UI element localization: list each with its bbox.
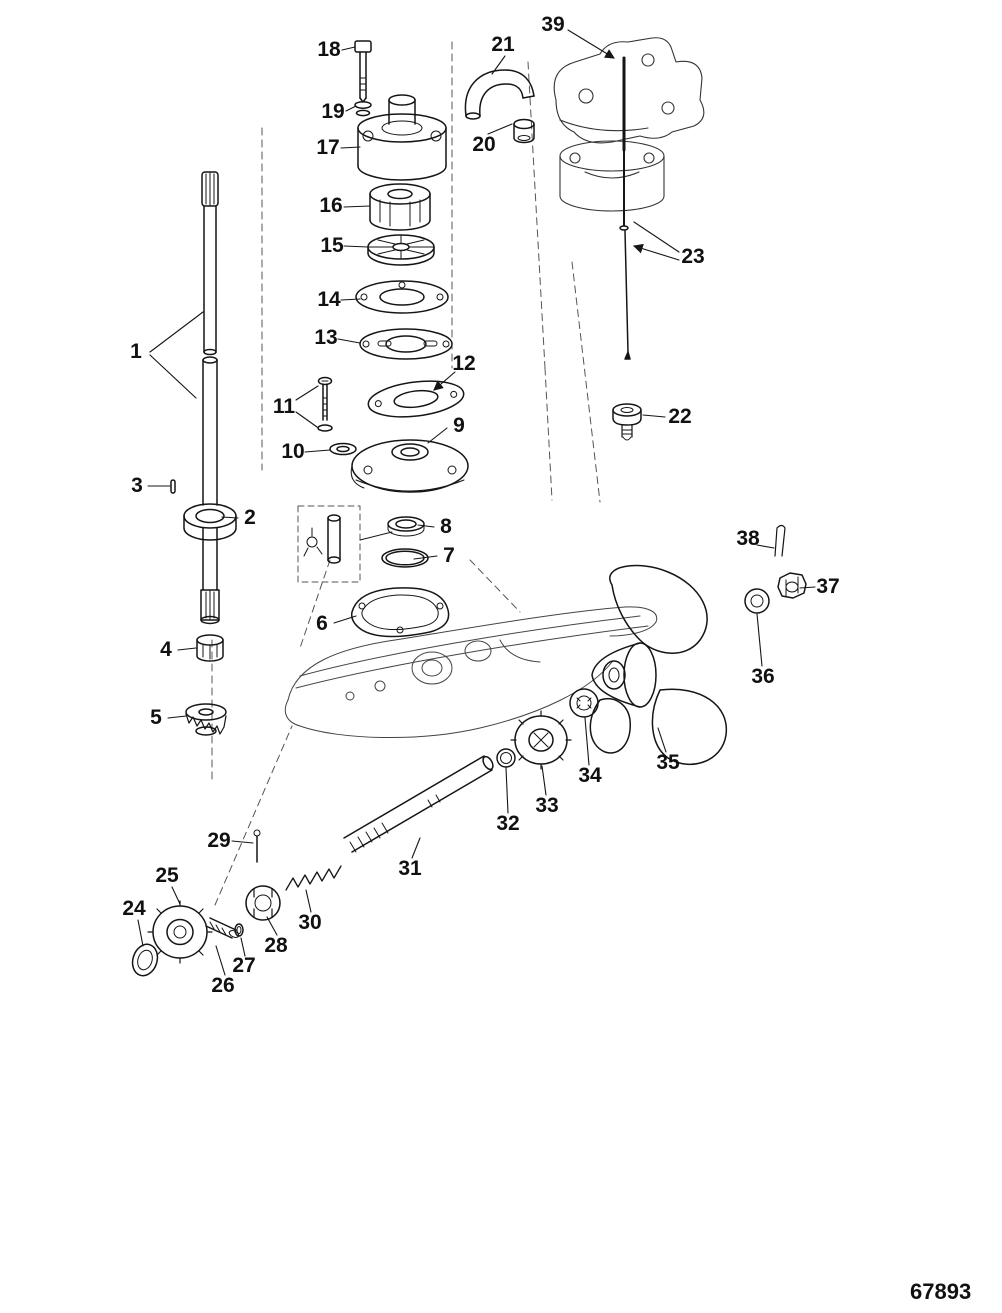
propeller: [589, 564, 728, 766]
callout-13: 13: [314, 326, 338, 349]
propshaft-washer: [496, 748, 516, 768]
callout-29: 29: [207, 829, 231, 852]
driven-gear: [147, 900, 213, 964]
construction-lines: [211, 41, 601, 906]
pump-bolt: [354, 40, 372, 103]
callout-3: 3: [131, 474, 143, 497]
pump-base: [350, 439, 469, 493]
tube-grommet: [513, 118, 535, 144]
callout-26: 26: [211, 974, 235, 997]
pump-liner: [369, 183, 431, 231]
callout-28: 28: [264, 934, 288, 957]
callout-27: 27: [232, 954, 256, 977]
callout-35: 35: [656, 751, 680, 774]
pinion-gear: [185, 703, 227, 736]
callout-33: 33: [535, 794, 559, 817]
shift-rod: [619, 56, 631, 360]
callout-18: 18: [317, 38, 341, 61]
propeller-shaft: [343, 755, 494, 853]
callout-17: 17: [316, 136, 340, 159]
callout-32: 32: [496, 812, 520, 835]
seal-washer: [329, 442, 357, 456]
rod-bushing: [612, 403, 642, 441]
oil-seal: [387, 516, 425, 537]
lower-bearing: [196, 634, 224, 662]
gear-shaft: [205, 917, 240, 939]
callout-22: 22: [668, 405, 692, 428]
water-tube: [464, 69, 535, 120]
callout-30: 30: [298, 911, 322, 934]
face-plate: [359, 328, 453, 360]
leader-lines: [137, 29, 816, 976]
callout-37: 37: [816, 575, 840, 598]
prop-washer: [744, 588, 770, 614]
shift-components-box: [297, 505, 393, 583]
callout-8: 8: [440, 515, 452, 538]
callout-21: 21: [491, 33, 515, 56]
gearcase-housing: [284, 606, 658, 738]
base-gasket: [350, 587, 450, 638]
callout-20: 20: [472, 133, 496, 156]
clutch-spring: [285, 865, 342, 891]
callout-34: 34: [578, 764, 602, 787]
gasket-lower: [367, 380, 465, 418]
driveshaft-clip: [170, 479, 176, 494]
callout-25: 25: [155, 864, 179, 887]
callout-14: 14: [317, 288, 341, 311]
pump-washers: [354, 101, 372, 117]
callout-38: 38: [736, 527, 760, 550]
prop-nut: [777, 572, 807, 599]
cotter-pin: [774, 524, 786, 557]
callout-7: 7: [443, 544, 455, 567]
forward-gear: [510, 710, 572, 770]
callout-15: 15: [320, 234, 344, 257]
callout-1: 1: [130, 340, 142, 363]
callout-31: 31: [398, 857, 422, 880]
callout-23: 23: [681, 245, 705, 268]
callout-4: 4: [160, 638, 172, 661]
impeller: [367, 234, 435, 266]
clutch-pin: [253, 829, 261, 863]
callout-16: 16: [319, 194, 343, 217]
callout-19: 19: [321, 100, 345, 123]
callout-2: 2: [244, 506, 256, 529]
clutch-dog: [245, 885, 281, 921]
callout-36: 36: [751, 665, 775, 688]
callout-10: 10: [281, 440, 305, 463]
gasket-upper: [355, 280, 449, 314]
callout-12: 12: [452, 352, 476, 375]
base-screw: [317, 376, 333, 432]
pump-housing: [357, 94, 447, 181]
thrust-hub: [569, 688, 599, 718]
callout-24: 24: [122, 897, 146, 920]
driveshaft: [183, 171, 237, 625]
callout-5: 5: [150, 706, 162, 729]
gear-washer: [131, 943, 159, 977]
midsection-housing: [553, 37, 705, 212]
callout-9: 9: [453, 414, 465, 437]
callout-11: 11: [272, 395, 296, 418]
callout-39: 39: [541, 13, 565, 36]
drawing-number: 67893: [910, 1279, 972, 1304]
callout-6: 6: [316, 612, 328, 635]
